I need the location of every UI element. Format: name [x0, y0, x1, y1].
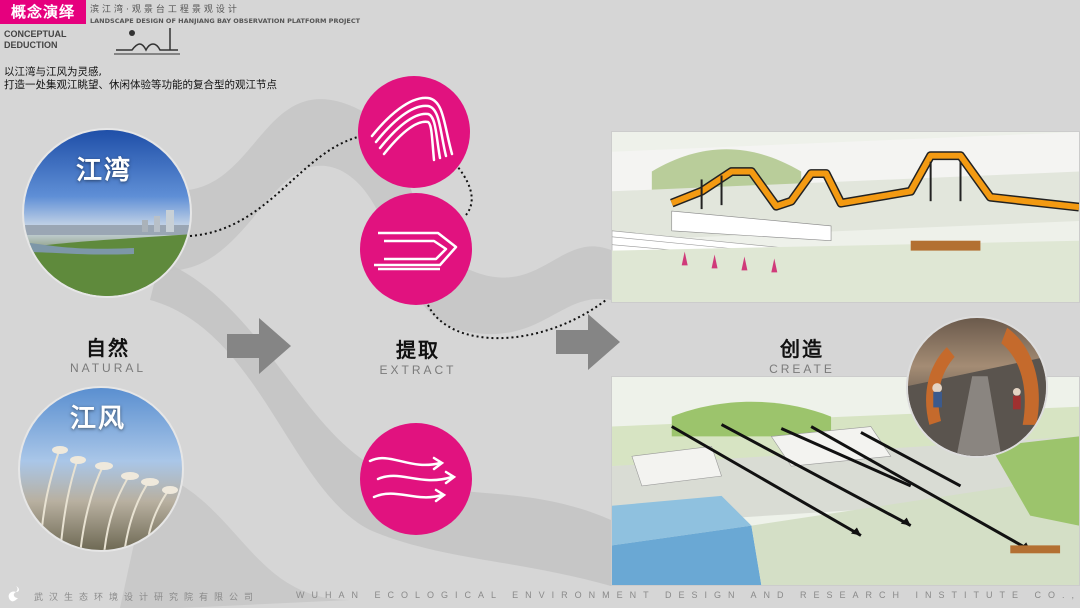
chevron-arrow-icon — [227, 318, 291, 374]
terrace-wind-render — [612, 377, 1079, 585]
concept-heading-line2: DEDUCTION — [4, 40, 58, 50]
stage-create-en: CREATE — [769, 362, 835, 376]
stage-extract: 提取 EXTRACT — [378, 334, 458, 377]
river-wind-label: 江风 — [70, 404, 127, 434]
stage-create: 创造 CREATE — [762, 333, 842, 376]
project-subtitle: 滨江湾·观景台工程景观设计 LANDSCAPE DESIGN OF HANJIA… — [90, 2, 360, 25]
walkway-detail-photo — [906, 316, 1048, 458]
elevated-walkway-render — [612, 132, 1079, 302]
intro-line1: 以江湾与江风为灵感, — [4, 66, 102, 78]
stage-create-cn: 创造 — [780, 337, 824, 361]
stage-extract-cn: 提取 — [396, 338, 440, 362]
section-title-tag: 概念演绎 — [0, 0, 86, 24]
project-subtitle-en: LANDSCAPE DESIGN OF HANJIANG BAY OBSERVA… — [90, 17, 361, 25]
wooden-canopy-scene — [908, 327, 1046, 456]
fold-lines-circle — [360, 193, 472, 305]
platform-sketch-icon — [114, 28, 180, 55]
stage-extract-en: EXTRACT — [379, 363, 457, 377]
wind-arrows-circle — [360, 423, 472, 535]
chevron-arrow-icon — [556, 314, 620, 370]
stage-natural-en: NATURAL — [69, 361, 147, 375]
footer-company-en: WUHAN ECOLOGICAL ENVIRONMENT DESIGN AND … — [296, 590, 1080, 600]
footer-company-cn: 武汉生态环境设计研究院有限公司 — [34, 593, 260, 603]
stage-natural: 自然 NATURAL — [58, 332, 158, 375]
curved-lines-icon — [370, 96, 454, 162]
platform-render-elevated — [611, 131, 1080, 303]
stage-natural-cn: 自然 — [86, 336, 130, 360]
platform-render-terrace — [611, 376, 1080, 586]
project-subtitle-cn: 滨江湾·观景台工程景观设计 — [90, 5, 240, 15]
folded-lines-icon — [374, 231, 458, 271]
bay-curve-circle — [358, 76, 470, 188]
river-bay-photo: 江湾 — [22, 128, 192, 298]
company-logo-icon — [8, 586, 19, 602]
intro-text: 以江湾与江风为灵感, 打造一处集观江眺望、休闲体验等功能的复合型的观江节点 — [4, 66, 277, 92]
intro-line2: 打造一处集观江眺望、休闲体验等功能的复合型的观江节点 — [4, 79, 277, 91]
concept-heading-en: CONCEPTUAL DEDUCTION — [4, 29, 67, 51]
river-wind-photo: 江风 — [18, 386, 184, 552]
river-bay-label: 江湾 — [76, 156, 133, 186]
river-bay-scene — [24, 210, 190, 296]
concept-heading-line1: CONCEPTUAL — [4, 29, 67, 39]
wind-arrows-icon — [368, 456, 457, 503]
